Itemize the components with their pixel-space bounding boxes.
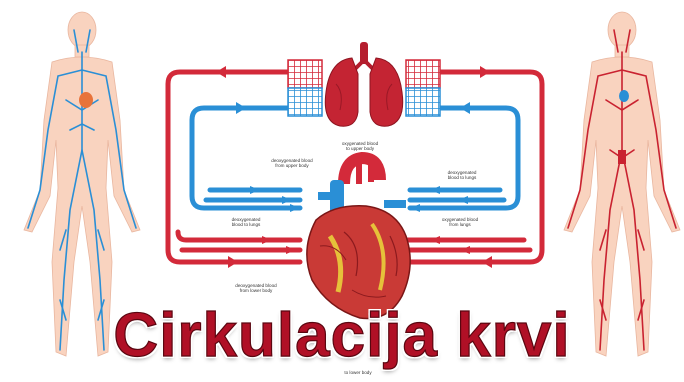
heart-icon	[307, 158, 410, 319]
label-deoxy-to-lungs-left: deoxygenated blood to lungs	[218, 217, 274, 227]
label-oxy-from-lungs: oxygenated blood from lungs	[432, 217, 488, 227]
right-heart-icon	[619, 90, 629, 102]
label-oxy-to-body: oxygenated blood to upper body	[330, 141, 390, 151]
left-heart-icon	[79, 92, 93, 108]
capillary-grid-blue-right	[406, 88, 440, 116]
page-title: Cirkulacija krvi	[0, 300, 684, 371]
right-kidney-icon	[618, 150, 626, 164]
capillary-grid-blue-left	[288, 88, 322, 116]
lungs-icon	[325, 42, 402, 126]
label-deoxy-upper: deoxygenated blood from upper body	[262, 158, 322, 168]
label-deoxy-lower: deoxygenated blood from lower body	[226, 283, 286, 293]
capillary-grid-red-left	[288, 60, 322, 88]
capillary-grid-red-right	[406, 60, 440, 88]
label-deoxy-to-lungs-right: deoxygenated blood to lungs	[434, 170, 490, 180]
